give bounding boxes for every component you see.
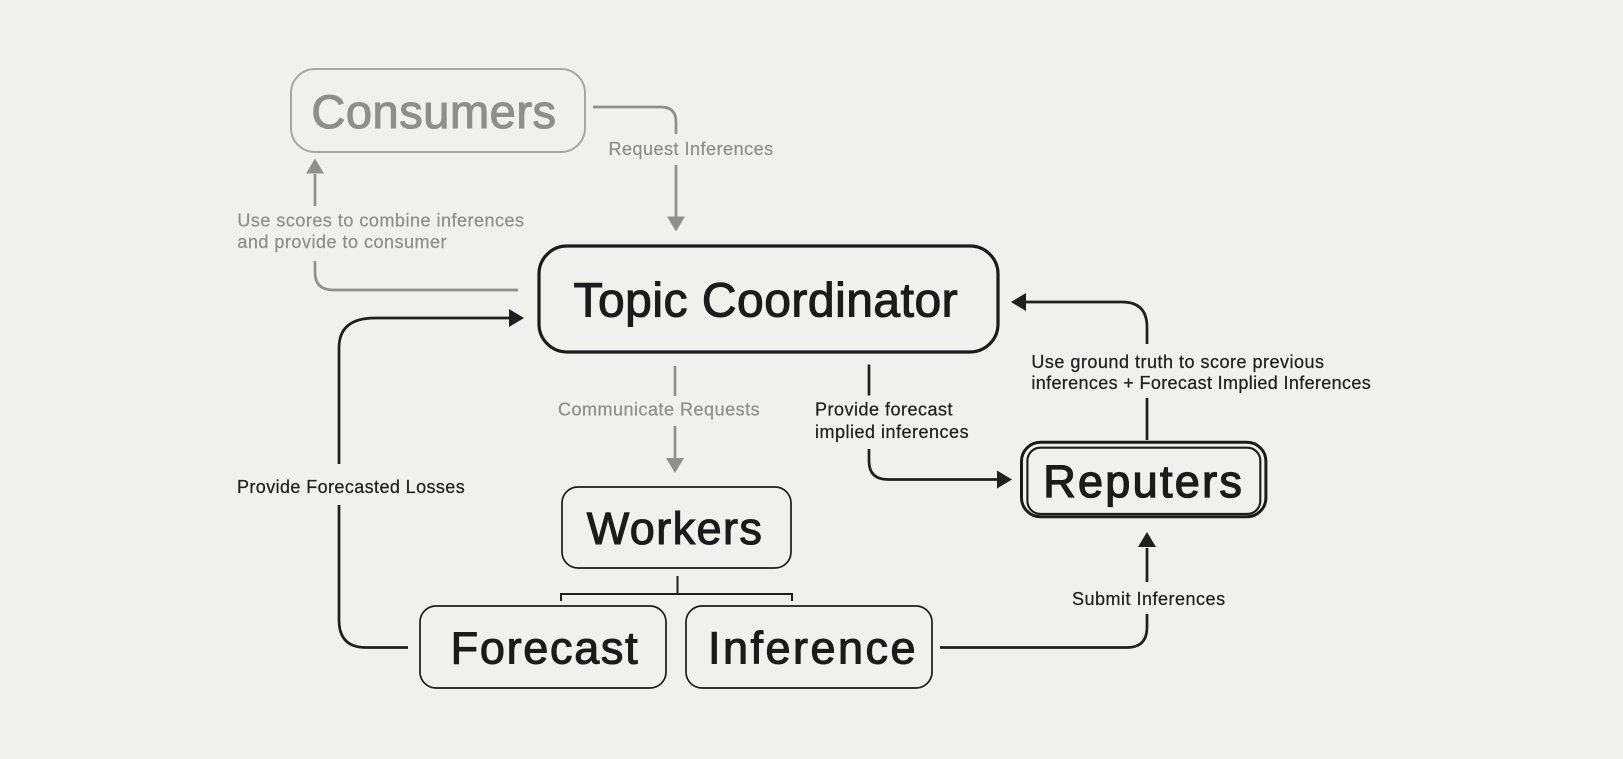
svg-text:Request Inferences: Request Inferences — [609, 139, 774, 159]
svg-text:Provide forecast: Provide forecast — [815, 400, 953, 420]
svg-text:Submit Inferences: Submit Inferences — [1072, 589, 1226, 609]
svg-text:Use ground truth to score prev: Use ground truth to score previous — [1031, 352, 1324, 372]
svg-text:Forecast: Forecast — [451, 623, 640, 674]
svg-text:implied inferences: implied inferences — [815, 422, 969, 442]
svg-text:Inference: Inference — [708, 623, 918, 674]
svg-text:Use scores to combine inferenc: Use scores to combine inferences — [237, 211, 524, 231]
svg-text:Consumers: Consumers — [311, 85, 556, 138]
svg-text:inferences + Forecast Implied: inferences + Forecast Implied Inferences — [1031, 373, 1371, 393]
svg-text:Topic Coordinator: Topic Coordinator — [573, 275, 958, 328]
svg-text:Provide Forecasted Losses: Provide Forecasted Losses — [237, 477, 465, 497]
svg-text:Communicate Requests: Communicate Requests — [558, 400, 760, 420]
svg-text:and provide to consumer: and provide to consumer — [237, 232, 447, 252]
svg-text:Reputers: Reputers — [1043, 456, 1244, 507]
svg-text:Workers: Workers — [587, 503, 764, 554]
